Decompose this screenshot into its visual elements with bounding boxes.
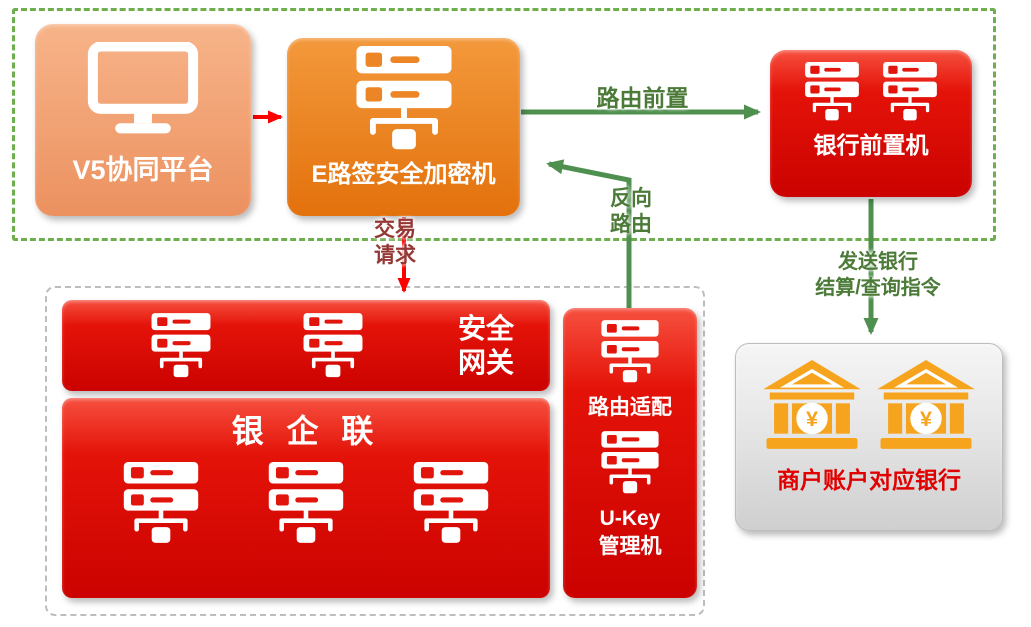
node-bank-enterprise-link: 银 企 联 [62, 398, 550, 598]
server-icon [299, 313, 367, 379]
node-merchant-banks: 商户账户对应银行 [735, 343, 1003, 531]
edge-label-reverse-route: 反向 路由 [602, 186, 660, 239]
node-encryptor: E路签安全加密机 [287, 38, 520, 216]
monitor-icon [87, 42, 199, 140]
label-line: 反向 [610, 187, 652, 210]
label-line: 交易 [374, 218, 416, 241]
server-icon [408, 462, 494, 545]
label-line: 管理机 [598, 534, 662, 558]
ukey-manager-label: U-Key 管理机 [599, 505, 662, 560]
label-line: 发送银行 [838, 251, 918, 273]
server-icon [118, 462, 204, 545]
server-icon [597, 320, 663, 384]
label-line: 安全 [457, 312, 514, 344]
bank-enterprise-link-label: 银 企 联 [231, 413, 381, 449]
bank-icon [762, 360, 862, 451]
route-adapter-label: 路由适配 [588, 396, 672, 419]
v5-platform-label: V5协同平台 [72, 155, 214, 185]
server-icon [147, 313, 215, 379]
top-group-frame [12, 8, 996, 241]
server-icon [349, 46, 459, 152]
node-security-gateway: 安全 网关 [62, 300, 550, 391]
encryptor-label: E路签安全加密机 [311, 161, 496, 188]
security-gateway-label: 安全 网关 [458, 311, 514, 379]
server-icon [597, 431, 663, 495]
internal-group-frame [45, 286, 705, 616]
label-line: U-Key [599, 507, 661, 531]
label-line: 路由 [610, 213, 652, 237]
edge-label-transaction-request: 交易 请求 [366, 217, 424, 270]
node-route-adapter-column: 路由适配 U-Key 管理机 [563, 308, 697, 598]
node-bank-front: 银行前置机 [770, 50, 972, 197]
node-v5-platform: V5协同平台 [35, 24, 251, 216]
merchant-banks-label: 商户账户对应银行 [777, 467, 961, 493]
merchant-bank-icons [762, 360, 976, 451]
edge-label-send-instruction: 发送银行 结算/查询指令 [783, 249, 973, 301]
bank-front-label: 银行前置机 [813, 132, 929, 158]
bank-enterprise-link-icons [62, 462, 550, 545]
server-icon [263, 462, 349, 545]
label-line: 请求 [374, 244, 416, 268]
label-line: 网关 [457, 346, 514, 378]
bank-front-icons [801, 62, 941, 122]
server-icon [801, 62, 863, 122]
label-line: 结算/查询指令 [815, 277, 941, 299]
edge-label-route-forward: 路由前置 [596, 85, 689, 111]
server-icon [879, 62, 941, 122]
bank-icon [876, 360, 976, 451]
